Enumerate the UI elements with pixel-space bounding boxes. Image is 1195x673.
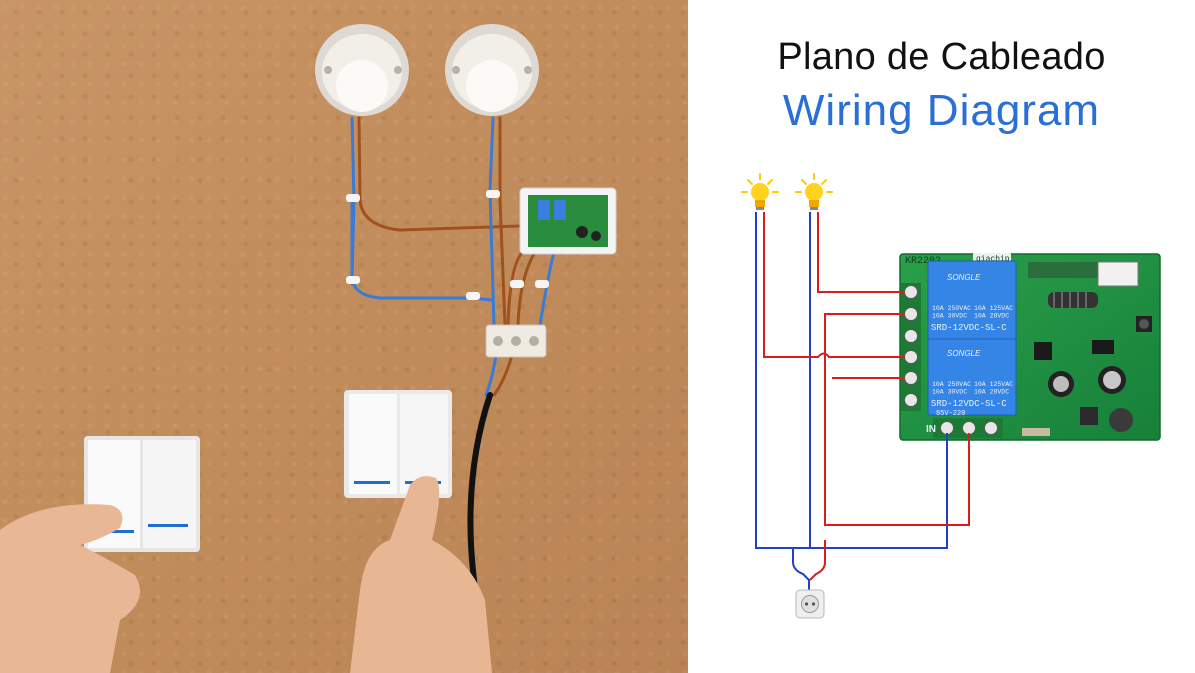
wire-clip xyxy=(486,190,500,198)
ic-chip xyxy=(1034,342,1052,360)
inductor xyxy=(1080,407,1098,425)
relay-1-model: SRD-12VDC-SL-C xyxy=(931,323,1007,333)
live-wire-lamp-2 xyxy=(817,212,905,293)
wall-lamp-left xyxy=(315,24,409,116)
wire-clip xyxy=(535,280,549,288)
input-label: IN xyxy=(926,424,936,435)
rf-receiver-module xyxy=(1028,261,1139,308)
wire-clip xyxy=(346,194,360,202)
demo-photo-illustration xyxy=(0,24,617,673)
wire-clip xyxy=(510,280,524,288)
output-terminal-strip xyxy=(901,283,921,411)
relay-2-model: SRD-12VDC-SL-C xyxy=(931,399,1007,409)
live-wire-common-1 xyxy=(824,313,970,526)
circuit-wires xyxy=(755,212,970,592)
power-plug-icon xyxy=(795,589,825,619)
relay-1-brand: SONGLE xyxy=(947,273,981,282)
photo-left-hand xyxy=(0,504,140,673)
neutral-wire-main xyxy=(755,212,948,549)
relay-2-brand: SONGLE xyxy=(947,349,981,358)
relay-board: KR2202 qiachip SONGLE 10A 250VAC xyxy=(899,253,1161,441)
photo-terminal-block xyxy=(485,324,547,358)
demo-photo xyxy=(0,0,688,673)
board-tag-label: qiachip xyxy=(976,255,1010,264)
light-bulb-icon xyxy=(795,173,833,210)
pair-button-cap xyxy=(1139,319,1149,329)
wire-clip xyxy=(466,292,480,300)
photo-relay-module xyxy=(519,187,617,255)
wall-lamp-right xyxy=(445,24,539,116)
photo-right-hand xyxy=(350,476,492,673)
light-bulb-icon xyxy=(741,173,779,210)
live-wire-lamp-1 xyxy=(763,212,905,358)
photo-wall-switch-center xyxy=(344,390,452,498)
board-model-label: KR2202 xyxy=(905,256,941,267)
wiring-diagram-panel: Plano de Cableado Wiring Diagram KR2202 … xyxy=(688,0,1195,673)
resistor xyxy=(1022,428,1050,436)
ic-chip xyxy=(1092,340,1114,354)
neutral-to-plug xyxy=(792,548,810,592)
voltage-label: 85V-220 xyxy=(936,410,965,418)
input-terminal-strip: IN 85V-220 xyxy=(926,410,1003,438)
title-english: Wiring Diagram xyxy=(782,86,1101,135)
capacitors xyxy=(1048,366,1133,432)
live-to-plug xyxy=(809,540,826,581)
board-tag xyxy=(973,253,1011,263)
wiring-diagram: KR2202 qiachip SONGLE 10A 250VAC xyxy=(741,173,1161,619)
title-spanish: Plano de Cableado xyxy=(777,36,1106,78)
wire-clip xyxy=(346,276,360,284)
